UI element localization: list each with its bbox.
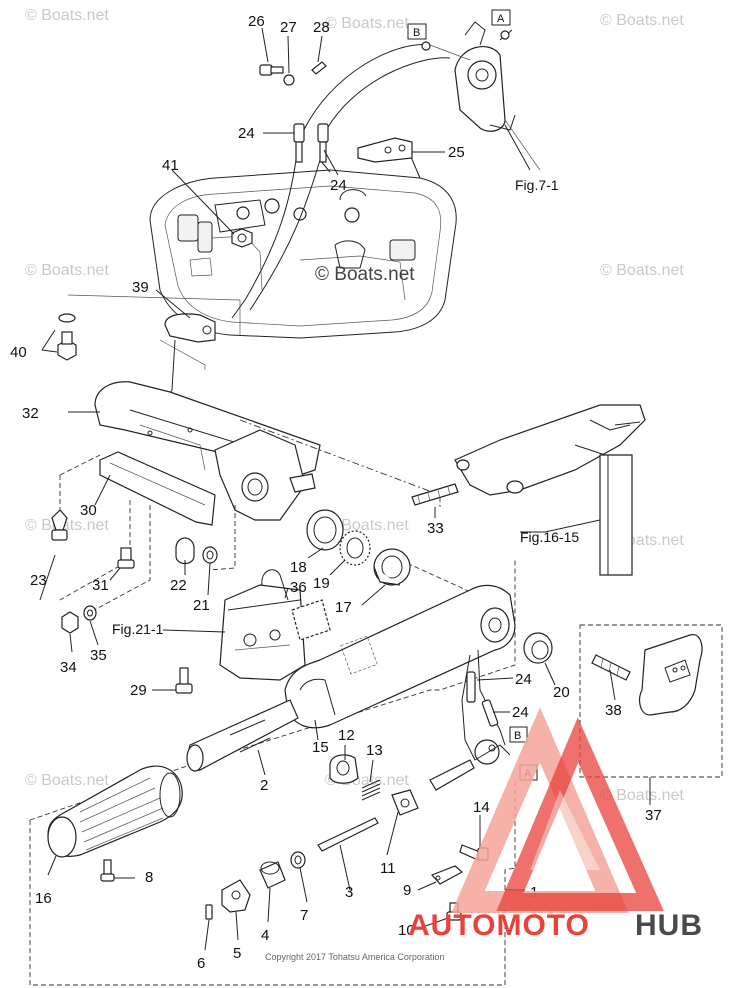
part-label-21: 21 [193, 597, 210, 614]
part-label-27: 27 [280, 19, 297, 36]
part-label-23: 23 [30, 572, 47, 589]
part-label-18: 18 [290, 559, 307, 576]
copyright-text: Copyright 2017 Tohatsu America Corporati… [265, 952, 444, 962]
watermark: © Boats.net [325, 517, 409, 534]
watermark: © Boats.net [325, 15, 409, 32]
figure-references: Fig.7-1 Fig.16-15 Fig.21-1 [112, 177, 579, 637]
svg-text:A: A [497, 13, 505, 25]
part-label-14: 14 [473, 799, 490, 816]
part-label-15: 15 [312, 739, 329, 756]
leader-lines [39, 27, 651, 951]
part-label-16: 16 [35, 890, 52, 907]
part-label-26: 26 [248, 13, 265, 30]
part-label-5: 5 [233, 945, 241, 962]
fig-ref-16-15: Fig.16-15 [520, 529, 579, 545]
brand-auto: AUTOMOTO [408, 909, 590, 942]
part-label-38: 38 [605, 702, 622, 719]
part-label-6: 6 [197, 955, 205, 972]
part-label-41: 41 [162, 157, 179, 174]
watermark: © Boats.net [600, 787, 684, 804]
part-label-39: 39 [132, 279, 149, 296]
part-label-37: 37 [645, 807, 662, 824]
part-label-33: 33 [427, 520, 444, 537]
watermark: © Boats.net [25, 517, 109, 534]
part-label-2: 2 [260, 777, 268, 794]
washers-17-18-19 [51, 509, 411, 634]
svg-text:B: B [514, 730, 521, 742]
part-label-30: 30 [80, 502, 97, 519]
part-label-22: 22 [170, 577, 187, 594]
throttle-grip-16 [47, 765, 183, 858]
part-label-17: 17 [335, 599, 352, 616]
part-label-3: 3 [345, 884, 353, 901]
grip-end-37 [591, 634, 703, 716]
watermark: © Boats.net [25, 7, 109, 24]
part-label-28: 28 [313, 19, 330, 36]
part-label-12: 12 [338, 727, 355, 744]
fig-ref-21-1: Fig.21-1 [112, 621, 164, 637]
tiller-arm [186, 584, 516, 772]
part-label-20: 20 [553, 684, 570, 701]
part-label-24: 24 [330, 177, 347, 194]
watermark: © Boats.net [25, 772, 109, 789]
part-label-36: 36 [290, 579, 307, 596]
switch-box [175, 569, 331, 694]
connector-b-top: B [407, 23, 427, 40]
part-label-9: 9 [403, 882, 411, 899]
part-label-34: 34 [60, 659, 77, 676]
stop-switch-harness [429, 632, 553, 791]
part-label-25: 25 [448, 144, 465, 161]
part-label-11: 11 [380, 860, 396, 877]
part-label-35: 35 [90, 647, 107, 664]
part-label-7: 7 [300, 907, 308, 924]
part-41-nut [231, 228, 253, 248]
watermark: © Boats.net [600, 12, 684, 29]
part-label-40: 40 [10, 344, 27, 361]
brand-hub: HUB [635, 909, 703, 942]
part-label-13: 13 [366, 742, 383, 759]
part-label-19: 19 [313, 575, 330, 592]
tiller-mount-bracket [411, 404, 646, 576]
connector-a-top: A [491, 9, 511, 26]
bracket-39 [57, 294, 241, 411]
throttle-cables [231, 21, 541, 319]
part-label-29: 29 [130, 682, 147, 699]
connector-b-lower: B [509, 726, 528, 743]
part-label-24: 24 [515, 671, 532, 688]
part-label-4: 4 [261, 927, 269, 944]
part-label-32: 32 [22, 405, 39, 422]
center-watermark: © Boats.net [315, 264, 415, 285]
engine-base-drawing [149, 149, 457, 339]
part-label-8: 8 [145, 869, 153, 886]
svg-text:B: B [413, 27, 420, 39]
watermark: © Boats.net [25, 262, 109, 279]
part-label-31: 31 [92, 577, 109, 594]
automotohub-logo: AUTOMOTO HUB [408, 707, 703, 942]
fig-ref-7-1: Fig.7-1 [515, 177, 559, 193]
part-label-24: 24 [512, 704, 529, 721]
part-label-24: 24 [238, 125, 255, 142]
watermark: © Boats.net [600, 262, 684, 279]
part-label-10: 10 [398, 922, 415, 939]
handle-bracket-32 [94, 381, 321, 526]
